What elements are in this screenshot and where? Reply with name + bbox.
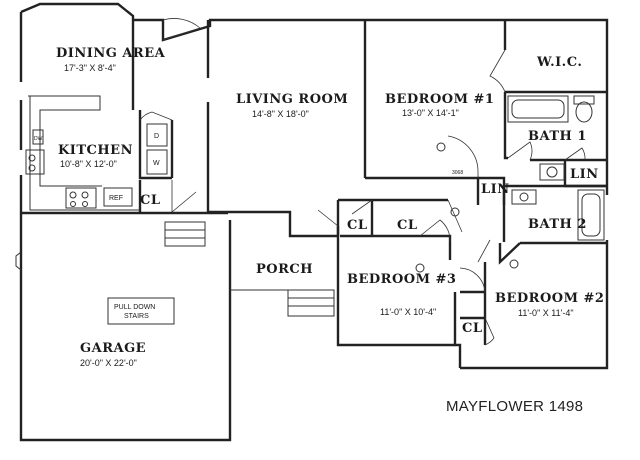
kitchen-closet-label: CL — [140, 193, 161, 208]
dryer-label: D — [154, 133, 159, 140]
bedroom-2-closet-label: CL — [462, 321, 483, 336]
porch-label: PORCH — [256, 262, 313, 277]
pull-down-stairs-box — [107, 297, 175, 325]
lin-1-label: LIN — [481, 182, 510, 197]
garage-side-door — [15, 251, 22, 271]
bath-1-label: BATH 1 — [528, 129, 587, 144]
garage-label: GARAGE — [80, 341, 146, 356]
smoke-detectors — [415, 142, 519, 273]
bath-fixtures — [507, 95, 605, 241]
entry-steps — [164, 221, 335, 317]
living-room-label: LIVING ROOM — [236, 92, 348, 107]
dining-area-dims: 17'-3" X 8'-4" — [64, 63, 116, 73]
bedroom-1-label: BEDROOM #1 — [385, 92, 494, 107]
kitchen-cabinets — [25, 95, 168, 211]
refrigerator-label: REF — [109, 195, 123, 202]
hall-closet-1-label: CL — [347, 218, 368, 233]
dishwasher-label: DW — [34, 136, 43, 142]
kitchen-label: KITCHEN — [58, 143, 133, 158]
lin-2-label: LIN — [570, 167, 599, 182]
wic-label: W.I.C. — [536, 55, 582, 70]
plan-title: MAYFLOWER 1498 — [446, 398, 584, 415]
bedroom-1-dims: 13'-0" X 14'-1" — [402, 108, 459, 118]
pull-down-stairs-label-1: PULL DOWN — [114, 304, 155, 311]
living-room-dims: 14'-8" X 18'-0" — [252, 109, 309, 119]
kitchen-dims: 10'-8" X 12'-0" — [60, 159, 117, 169]
bedroom-3-dims: 11'-0" X 10'-4" — [380, 307, 436, 317]
garage-dims: 20'-0" X 22'-0" — [80, 358, 137, 368]
hvac-label: 3068 — [452, 170, 463, 176]
bedroom-2-dims: 11'-0" X 11'-4" — [518, 308, 574, 318]
hall-closet-2-label: CL — [397, 218, 418, 233]
bath-2-label: BATH 2 — [528, 217, 587, 232]
washer-label: W — [153, 160, 160, 167]
pull-down-stairs-label-2: STAIRS — [124, 313, 149, 320]
bedroom-3-label: BEDROOM #3 — [347, 272, 456, 287]
bedroom-2-label: BEDROOM #2 — [495, 291, 604, 306]
dining-area-label: DINING AREA — [56, 46, 166, 61]
